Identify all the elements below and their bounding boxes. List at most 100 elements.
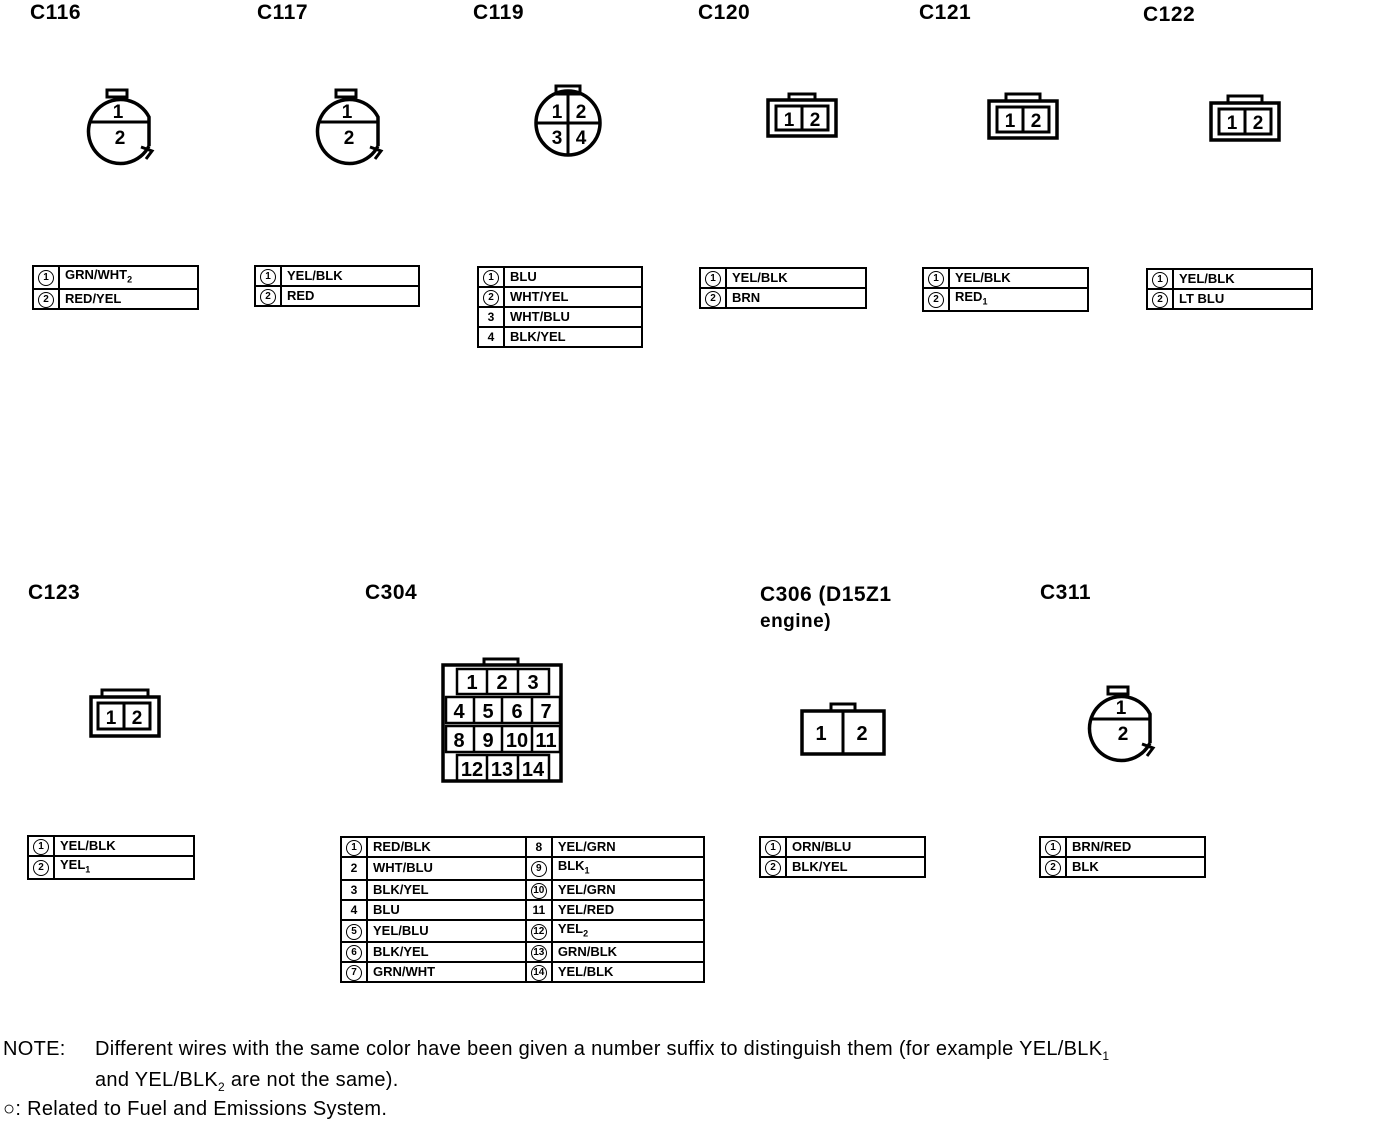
pin-number: 6 — [340, 941, 368, 964]
wire-color: YEL/BLK — [280, 265, 420, 287]
circled-pin-number: 2 — [260, 289, 276, 305]
circled-pin-number: 2 — [483, 290, 499, 306]
wire-color: ORN/BLU — [785, 836, 926, 858]
pin-number: 8 — [524, 836, 553, 858]
pin-number: 12 — [524, 918, 553, 944]
circled-pin-number: 2 — [33, 860, 49, 877]
connector-diagram-c117: 1 2 — [314, 85, 394, 166]
circled-pin-number: 1 — [765, 840, 781, 856]
pin-number: 2 — [1039, 856, 1067, 878]
pin-label: 2 — [576, 102, 587, 123]
circled-pin-number: 1 — [1045, 840, 1061, 856]
pin-label: 1 — [466, 672, 477, 694]
connector-diagram-c306: 1 2 — [799, 702, 889, 758]
connector-title-c306-line2: engine) — [760, 611, 832, 632]
pin-label: 4 — [453, 701, 465, 723]
pin-label: 1 — [1116, 698, 1127, 719]
pin-number: 2 — [340, 856, 368, 881]
pin-number: 11 — [524, 898, 553, 921]
wire-color: YEL/RED — [550, 898, 706, 921]
wire-color: BLK/YEL — [366, 941, 527, 964]
pin-number: 2 — [759, 856, 787, 878]
connector-diagram-c119: 1 2 3 4 — [532, 82, 612, 162]
note-line1: Different wires with the same color have… — [95, 1038, 1110, 1063]
circled-pin-number: 13 — [530, 945, 547, 962]
circled-pin-number: 2 — [1045, 860, 1061, 876]
wire-color: BLU — [366, 898, 527, 921]
wire-color: RED — [280, 285, 420, 307]
connector-diagram-c121: 1 2 — [986, 92, 1062, 142]
connector-title-c122: C122 — [1143, 3, 1196, 26]
circled-pin-number: 12 — [530, 923, 547, 940]
pin-number: 2 — [27, 855, 55, 880]
pin-number: 14 — [524, 961, 553, 984]
wire-color: YEL/BLK — [1172, 268, 1313, 290]
circled-pin-number: 5 — [346, 923, 362, 940]
connector-title-c306: C306 (D15Z1 engine) — [760, 582, 892, 635]
wire-color-suffix: 1 — [584, 865, 590, 876]
pin-number: 7 — [340, 961, 368, 984]
wire-color: BLU — [503, 266, 643, 288]
circled-pin-number: 2 — [928, 292, 944, 309]
wire-color: BLK/YEL — [785, 856, 926, 878]
legend-circle-icon: ○ — [3, 1098, 16, 1120]
pin-label: 6 — [511, 701, 522, 723]
pin-number: 1 — [254, 265, 282, 287]
pin-number: 2 — [699, 287, 727, 309]
pin-label: 2 — [1253, 113, 1264, 134]
pin-number: 1 — [32, 265, 60, 290]
wire-color: BRN/RED — [1065, 836, 1206, 858]
pin-label: 2 — [115, 128, 126, 149]
wire-color-suffix: 1 — [85, 864, 91, 875]
pin-number: 10 — [524, 878, 553, 901]
circled-pin-number: 14 — [530, 965, 547, 982]
pin-number: 2 — [477, 286, 505, 308]
pin-label: 1 — [552, 102, 563, 123]
connector-title-c116: C116 — [30, 1, 82, 24]
pin-number: 2 — [922, 287, 950, 312]
wire-color: GRN/BLK — [550, 941, 706, 964]
pin-label: 11 — [535, 730, 556, 752]
connector-diagram-c122: 1 2 — [1208, 94, 1284, 144]
connector-title-c306-line1: C306 (D15Z1 — [760, 583, 892, 606]
wire-color: WHT/YEL — [503, 286, 643, 308]
wire-color: BLK/YEL — [503, 326, 643, 348]
note-line2-suffix: 2 — [218, 1080, 226, 1094]
pin-number: 4 — [477, 326, 505, 348]
pin-label: 3 — [552, 128, 563, 149]
pin-label: 2 — [856, 723, 867, 745]
pin-number: 4 — [340, 898, 368, 921]
wire-color-suffix: 2 — [127, 274, 133, 285]
pin-label: 4 — [576, 128, 587, 149]
wire-color-suffix: 2 — [583, 928, 589, 939]
note-label: NOTE: — [3, 1038, 66, 1060]
pin-label: 1 — [342, 102, 353, 123]
pin-label: 1 — [1005, 111, 1016, 132]
pin-label: 5 — [482, 701, 493, 723]
pin-label: 10 — [506, 730, 528, 752]
connector-title-c120: C120 — [698, 1, 751, 24]
legend-line: ○: Related to Fuel and Emissions System. — [3, 1094, 1388, 1125]
pin-label: 2 — [810, 110, 821, 131]
connector-diagram-c311: 1 2 — [1086, 682, 1166, 763]
wire-color: YEL/BLK — [550, 961, 706, 984]
circled-pin-number: 1 — [38, 270, 54, 287]
pin-number: 1 — [340, 836, 368, 858]
